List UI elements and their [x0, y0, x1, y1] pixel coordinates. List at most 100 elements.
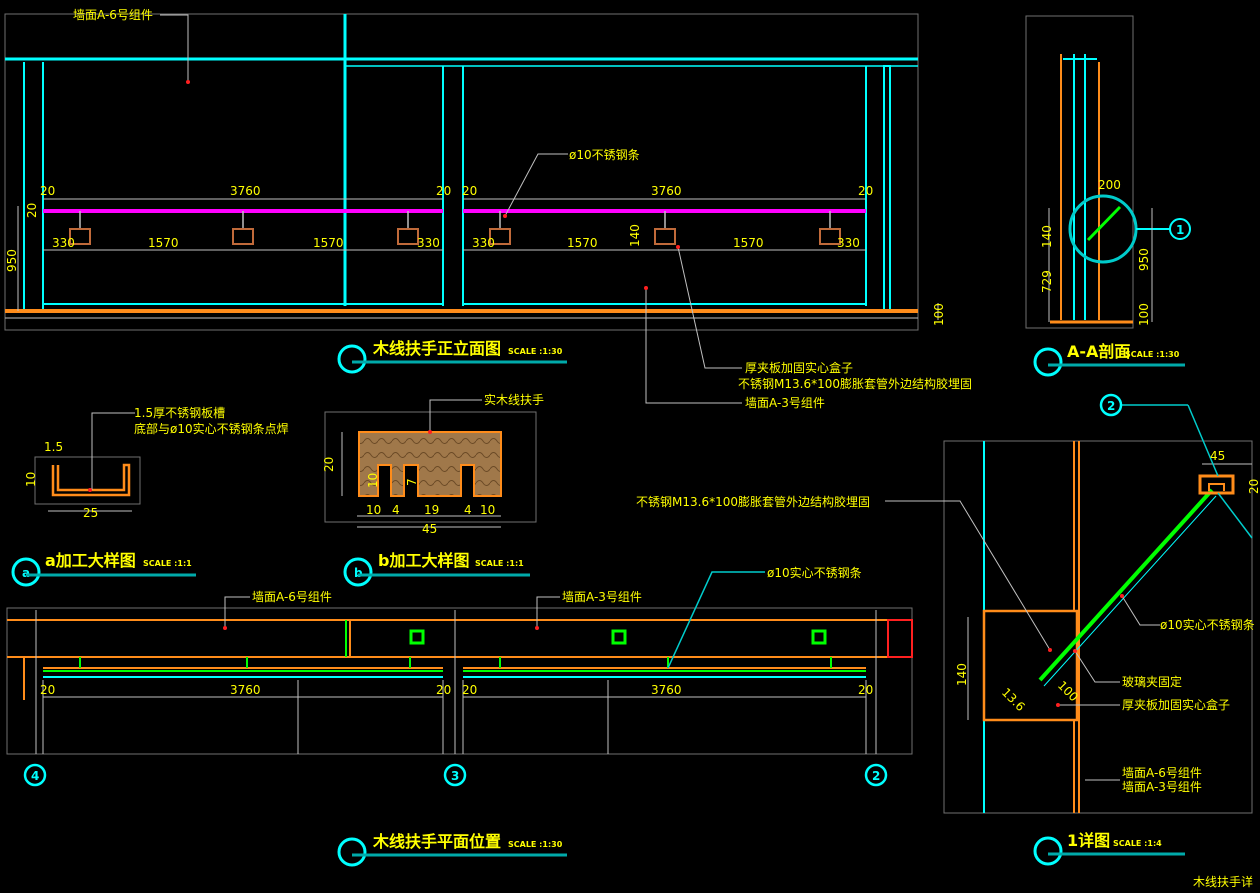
section-drawing: 1 200 140 729 950 100 A-A剖面 SCALE :1:30 [1025, 15, 1191, 377]
detail-1-label-wall-a3: 墙面A-3号组件 [1122, 780, 1202, 794]
section-rod [1086, 205, 1122, 242]
section-detail-circle [1068, 194, 1138, 264]
elevation-scale: SCALE :1:30 [508, 347, 563, 356]
leader-box [677, 246, 742, 369]
dim-text: 3760 [651, 683, 682, 697]
axis-bubble-4 [23, 763, 47, 787]
detail-1-title: 1详图 [1067, 831, 1110, 850]
leader-dot [1048, 648, 1052, 652]
leader-plan-a3 [536, 596, 560, 628]
dim-text: 330 [472, 236, 495, 250]
dim-text: 4 [464, 503, 472, 517]
dim-text: 20 [1247, 479, 1260, 494]
leader-clip [1074, 650, 1120, 683]
dim-text: 140 [955, 663, 969, 686]
dim-text: 20 [462, 683, 477, 697]
dim-text: 1570 [313, 236, 344, 250]
dim-text: 1570 [733, 236, 764, 250]
detail-1-rod [1038, 488, 1214, 682]
title-bubble [1033, 836, 1063, 866]
leader-dot [186, 80, 190, 84]
detail-a-note-1: 1.5厚不锈钢板槽 [134, 406, 225, 420]
detail-1-label-bolt: 不锈钢M13.6*100膨胀套管外边结构胶埋固 [636, 494, 870, 509]
dim-text: 4 [392, 503, 400, 517]
detail-a-scale: SCALE :1:1 [143, 559, 192, 568]
detail-a-drawing: 1.5厚不锈钢板槽 底部与ø10实心不锈钢条点焊 1.5 10 25 a a加工… [11, 406, 289, 587]
leader-dot [88, 488, 92, 492]
section-title: A-A剖面 [1067, 342, 1130, 361]
plan-label-wall-a3: 墙面A-3号组件 [562, 590, 642, 604]
detail-a-frame [34, 456, 141, 505]
dim-text: 330 [52, 236, 75, 250]
label-box-1: 厚夹板加固实心盒子 [745, 360, 853, 375]
plan-label-wall-a6: 墙面A-6号组件 [252, 590, 332, 604]
dim-text: 20 [40, 184, 55, 198]
dim-text: 10 [480, 503, 495, 517]
detail-b-leader [429, 399, 482, 432]
leader-dot [644, 286, 648, 290]
label-wall-a3: 墙面A-3号组件 [745, 396, 825, 410]
dim-text: 20 [436, 683, 451, 697]
plan-title: 木线扶手平面位置 [372, 832, 501, 851]
label-rod: ø10不锈钢条 [569, 148, 640, 162]
plan-drawing: 墙面A-6号组件 墙面A-3号组件 ø10实心不锈钢条 20 3760 20 2… [6, 565, 913, 867]
dim-text: 20 [858, 683, 873, 697]
title-bubble [1033, 347, 1063, 377]
detail-b-bubble-letter: b [354, 566, 363, 580]
dim-text: 3760 [230, 184, 261, 198]
label-box-2: 不锈钢M13.6*100膨胀套管外边结构胶埋固 [738, 376, 972, 391]
detail-1-rod-edge [1043, 495, 1217, 687]
detail-1-scale: SCALE :1:4 [1113, 839, 1162, 848]
dim-text: 45 [1210, 449, 1225, 463]
section-bubble-number: 1 [1176, 223, 1184, 237]
dim-text: 200 [1098, 178, 1121, 192]
detail-b-title: b加工大样图 [378, 551, 469, 570]
detail-1-drawing: 2 不锈钢M13.6*100膨胀套管外边结构胶埋固 ø10实心不锈钢条 玻璃夹固… [636, 393, 1260, 866]
axis-label-2: 2 [872, 769, 880, 783]
leader-dot [535, 626, 539, 630]
detail-a-title: a加工大样图 [45, 551, 136, 570]
detail-1-label-wall-a6: 墙面A-6号组件 [1122, 766, 1202, 780]
dim-text: 729 [1040, 270, 1054, 293]
dim-text: 1570 [148, 236, 179, 250]
sheet-title: 木线扶手详 [1193, 874, 1253, 889]
dim-text: 19 [424, 503, 439, 517]
detail-a-channel [51, 463, 131, 497]
dim-text: 100 [932, 303, 946, 326]
detail-a-note-2: 底部与ø10实心不锈钢条点焊 [134, 421, 289, 436]
dim-text: 330 [837, 236, 860, 250]
axis-label-4: 4 [31, 769, 39, 783]
dim-text: 140 [628, 224, 642, 247]
dim-text: 20 [436, 184, 451, 198]
plan-anchor-marks [409, 629, 827, 645]
dim-text: 330 [417, 236, 440, 250]
detail-a-bubble-letter: a [22, 566, 30, 580]
detail-1-bubble [1099, 393, 1123, 417]
dim-text: 20 [858, 184, 873, 198]
elevation-brackets [69, 228, 841, 245]
dim-text: 10 [24, 472, 38, 487]
detail-1-channel [1208, 483, 1225, 491]
detail-1-frame [943, 440, 1253, 814]
title-bubble [337, 344, 367, 374]
dim-text: 1570 [567, 236, 598, 250]
dim-text: 45 [422, 522, 437, 536]
dim-text: 20 [322, 457, 336, 472]
detail-b-drawing: 实木线扶手 20 10 7 10 4 19 4 10 45 b b加工大样图 S… [322, 392, 544, 587]
leader-wall-a3 [645, 288, 742, 404]
axis-label-3: 3 [451, 769, 459, 783]
axis-bubble-2 [864, 763, 888, 787]
axis-bubble-3 [443, 763, 467, 787]
leader-plan-a6 [224, 596, 250, 628]
detail-1-label-clip: 玻璃夹固定 [1122, 674, 1182, 689]
dim-text: 1.5 [44, 440, 63, 454]
leader-dot [223, 626, 227, 630]
elevation-right-post-2 [883, 65, 891, 311]
detail-1-label-rod: ø10实心不锈钢条 [1160, 617, 1255, 632]
detail-1-bubble-leader-3 [1217, 492, 1253, 539]
dim-text: 3760 [230, 683, 261, 697]
leader-dot [503, 214, 507, 218]
dim-text: 3760 [651, 184, 682, 198]
leader-dot [1073, 649, 1077, 653]
